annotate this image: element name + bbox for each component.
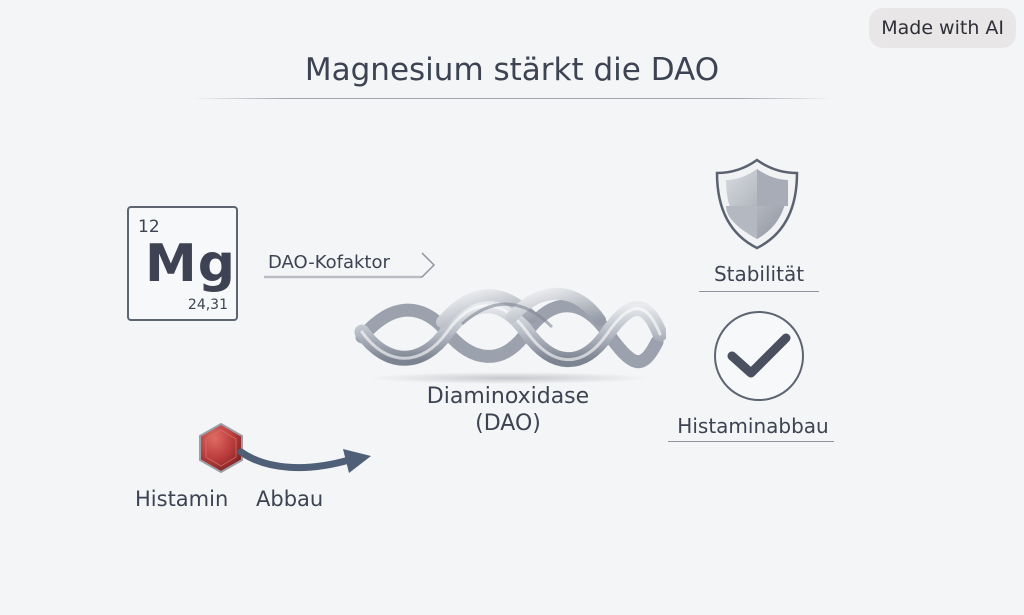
- title-divider: [192, 98, 832, 99]
- degradation-action-label: Abbau: [256, 487, 324, 511]
- enzyme-abbreviation: (DAO): [475, 411, 541, 436]
- histamine-degradation-underline: [668, 441, 834, 442]
- enzyme-label: Diaminoxidase (DAO): [395, 383, 621, 437]
- cofactor-label: DAO-Kofaktor: [268, 252, 390, 273]
- made-with-ai-badge: Made with AI: [869, 8, 1016, 48]
- atomic-number: 12: [138, 217, 160, 237]
- element-symbol: Mg: [145, 234, 236, 294]
- histamine-hexagon-icon: [199, 422, 243, 474]
- histamine-degradation-label: Histaminabbau: [677, 414, 829, 438]
- cofactor-tag-arrow: [264, 252, 436, 279]
- enzyme-name: Diaminoxidase: [426, 384, 590, 409]
- stability-label: Stabilität: [713, 262, 805, 286]
- shield-icon: [715, 158, 799, 250]
- atomic-mass: 24,31: [187, 297, 228, 313]
- arrow-icon: [237, 448, 371, 473]
- helix-icon: [354, 287, 666, 384]
- stability-underline: [699, 291, 819, 292]
- page-title: Magnesium stärkt die DAO: [304, 52, 720, 88]
- histamine-label: Histamin: [135, 487, 229, 511]
- checkmark-icon: [714, 311, 804, 401]
- magnesium-element-card: 12 Mg 24,31: [127, 206, 238, 321]
